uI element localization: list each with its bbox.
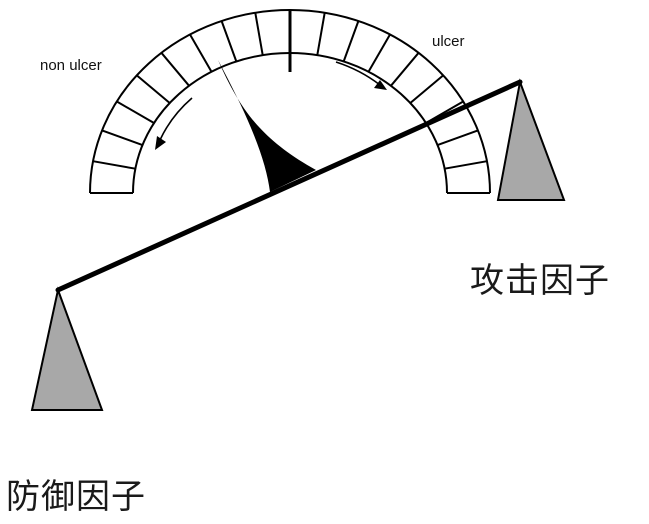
defensive-factor-support <box>30 286 104 411</box>
gauge-rung <box>409 74 444 104</box>
gauge-rung <box>254 12 264 56</box>
gauge-rung <box>116 100 155 124</box>
non-ulcer-label: non ulcer <box>40 57 102 74</box>
aggressive-factor-label: 攻击因子 <box>470 261 610 301</box>
aggressive-factor-support <box>496 78 566 201</box>
gauge-rung <box>92 160 136 170</box>
balance-beam <box>55 79 523 293</box>
gauge-rung <box>444 160 488 170</box>
gauge-rung <box>342 20 360 62</box>
gauge-rung <box>316 12 326 56</box>
right-arrow-icon <box>335 61 387 90</box>
defensive-factor-label: 防御因子 <box>6 477 146 517</box>
gauge-rung <box>220 20 238 62</box>
gauge-rung <box>390 52 420 87</box>
gauge-rung <box>136 74 171 104</box>
gauge-rung <box>189 34 213 73</box>
gauge-rung <box>101 129 143 147</box>
gauge-rung <box>160 52 190 87</box>
gauge-rung <box>367 34 391 73</box>
ulcer-label: ulcer <box>432 33 465 50</box>
gauge-rung <box>437 129 479 147</box>
balance-pointer-needle <box>218 60 316 192</box>
left-arrow-icon <box>155 97 193 150</box>
